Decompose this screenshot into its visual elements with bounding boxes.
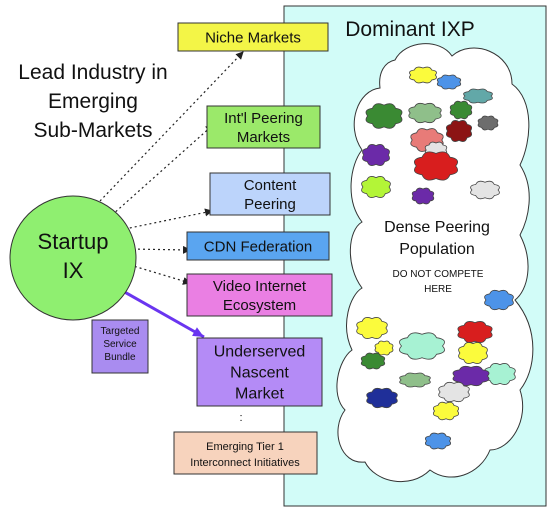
heading-line-2: Emerging (48, 90, 138, 113)
cdn-federation-box-line-1: CDN Federation (204, 238, 312, 255)
emerging-tier1-line-1: Emerging Tier 1 (206, 441, 284, 453)
yellow-cloud-28 (432, 401, 460, 421)
underserved-nascent-market-box-line-3: Market (235, 386, 284, 403)
underserved-nascent-market-box-rect (196, 337, 323, 407)
cdn-federation-box-rect (186, 231, 330, 261)
dominant-ixp-title: Dominant IXP (345, 18, 475, 41)
dotted-arrow-3 (119, 208, 213, 231)
content-peering-box-line-2: Peering (244, 196, 296, 213)
startup-ix-label-line-2: IX (63, 258, 84, 283)
mint-cloud-19 (399, 332, 445, 360)
purple-cloud-24 (452, 365, 490, 387)
video-internet-ecosystem-box-line-1: Video Internet (213, 278, 307, 295)
content-peering-box-line-1: Content (244, 177, 297, 194)
red-cloud-18 (457, 321, 493, 343)
navy-cloud-26 (366, 387, 398, 409)
sage-cloud-5 (408, 102, 442, 124)
blue-cloud-2 (436, 74, 462, 90)
dotted-arrow-5 (129, 264, 191, 285)
yellow-cloud-17 (356, 317, 388, 339)
targeted-service-bundle-line-1: Targeted (101, 326, 140, 337)
intl-peering-markets-box-line-1: Int'l Peering (224, 110, 303, 127)
content-peering-box-rect (209, 172, 331, 216)
red-cloud-12 (413, 151, 459, 181)
intl-peering-markets-box-line-2: Markets (237, 129, 290, 146)
dotted-arrow-4 (127, 245, 191, 254)
niche-markets-box-rect (177, 22, 329, 52)
intl-peering-markets-box-rect (206, 105, 321, 149)
green-cloud-4 (365, 103, 403, 129)
video-internet-ecosystem-box-rect (186, 273, 333, 317)
startup-ix-circle (9, 195, 137, 321)
maroon-cloud-8 (445, 120, 473, 142)
population-label-line-2: Population (399, 241, 475, 258)
niche-markets-box-line-1: Niche Markets (205, 29, 301, 46)
underserved-nascent-market-box-line-2: Nascent (230, 365, 289, 382)
population-label-line-1: Dense Peering (384, 219, 490, 236)
yellow-cloud-1 (409, 66, 437, 84)
targeted-service-bundle-line-2: Service (103, 339, 137, 350)
heading-line-3: Sub-Markets (33, 119, 152, 142)
targeted-service-bundle-line-3: Bundle (104, 352, 136, 363)
lime-cloud-13 (361, 176, 391, 198)
yellow-cloud-21 (374, 340, 394, 356)
emerging-tier1-line-2: Interconnect Initiatives (190, 457, 300, 469)
video-internet-ecosystem-box-line-2: Ecosystem (223, 297, 296, 314)
purple-cloud-10 (362, 144, 390, 166)
heading-line-1: Lead Industry in (18, 61, 167, 84)
targeted-arrow (120, 288, 205, 339)
gray-cloud-7 (477, 115, 499, 131)
teal-cloud-3 (463, 88, 493, 104)
continuation-dots: : (239, 412, 242, 424)
targeted-service-bundle-box (91, 319, 149, 374)
cdn-federation-box: CDN Federation (186, 231, 330, 261)
silver-cloud-27 (438, 381, 470, 403)
blue-cloud-29 (424, 432, 452, 450)
emerging-tier1-box (173, 431, 318, 475)
sage-cloud-25 (399, 372, 431, 388)
startup-ix-label-line-1: Startup (38, 229, 109, 254)
do-not-compete-label-line-2: HERE (424, 284, 452, 295)
underserved-nascent-market-box-line-1: Underserved (214, 344, 306, 361)
green-cloud-22 (360, 352, 386, 370)
purple-cloud-15 (411, 187, 435, 205)
green-cloud-6 (449, 100, 473, 120)
silver-cloud-14 (470, 180, 500, 200)
blue-cloud-16 (484, 289, 514, 311)
yellow-cloud-20 (458, 342, 488, 364)
do-not-compete-label-line-1: DO NOT COMPETE (393, 269, 484, 280)
niche-markets-box: Niche Markets (177, 22, 329, 52)
